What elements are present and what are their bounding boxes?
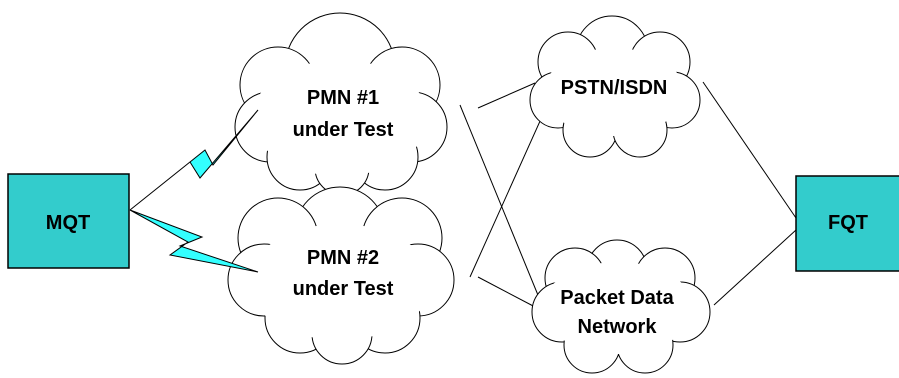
pmn1-label-line1: PMN #1 [307, 87, 379, 109]
fqt-terminal[interactable]: FQT [795, 175, 899, 272]
cloud-pstn-isdn[interactable] [529, 15, 701, 158]
cloud-pmn2[interactable] [227, 186, 455, 365]
link-pmn2-pdn [477, 276, 538, 309]
pmn2-label-line1: PMN #2 [307, 247, 379, 269]
link-pstn-fqt [702, 81, 797, 219]
cloud-pmn1[interactable] [234, 12, 448, 196]
link-pdn-fqt [713, 229, 797, 306]
pstn-isdn-label: PSTN/ISDN [561, 77, 668, 99]
lightning-bolt-lower [129, 209, 259, 273]
fqt-label: FQT [828, 212, 868, 234]
link-pmn1-pdn [459, 104, 541, 301]
pmn1-label-line2: under Test [293, 119, 394, 141]
mqt-terminal[interactable]: MQT [7, 173, 130, 269]
mqt-label: MQT [46, 212, 90, 234]
connections [459, 81, 797, 309]
pmn2-label-line2: under Test [293, 278, 394, 300]
cloud-packet-data-network[interactable] [531, 239, 711, 374]
pdn-label-line2: Network [578, 316, 658, 338]
lightning-bolt-icon [129, 109, 259, 273]
lightning-bolt-upper [129, 109, 259, 211]
link-pmn1-pstn [477, 82, 536, 109]
link-pmn2-pstn [469, 109, 546, 278]
pdn-label-line1: Packet Data [560, 287, 674, 309]
